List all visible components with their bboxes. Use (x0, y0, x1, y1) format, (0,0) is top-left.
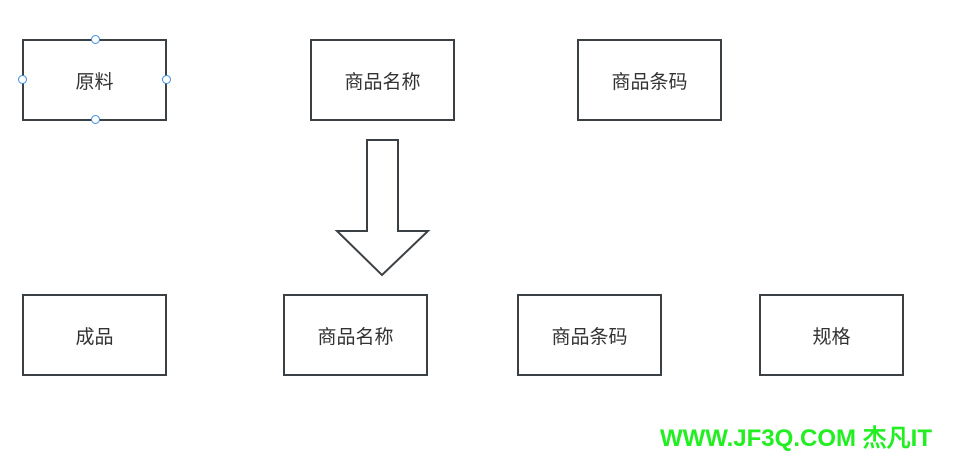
resize-handle-top[interactable] (91, 35, 100, 44)
node-bottom-product-barcode[interactable]: 商品条码 (517, 294, 662, 376)
node-raw-material[interactable]: 原料 (18, 35, 171, 124)
node-bottom-product-name[interactable]: 商品名称 (283, 294, 428, 376)
node-finished-product[interactable]: 成品 (22, 294, 167, 376)
resize-handle-right[interactable] (162, 75, 171, 84)
node-label: 商品名称 (344, 70, 421, 93)
watermark: WWW.JF3Q.COM 杰凡IT (660, 425, 932, 452)
node-label: 成品 (75, 325, 114, 348)
node-label: 商品条码 (611, 70, 688, 93)
node-label: 规格 (812, 325, 851, 348)
node-label: 商品名称 (317, 325, 394, 348)
node-top-product-name[interactable]: 商品名称 (310, 39, 455, 121)
node-label: 商品条码 (551, 325, 628, 348)
resize-handle-left[interactable] (18, 75, 27, 84)
resize-handle-bottom[interactable] (91, 115, 100, 124)
node-label: 原料 (75, 70, 114, 93)
node-top-product-barcode[interactable]: 商品条码 (577, 39, 722, 121)
node-specification[interactable]: 规格 (759, 294, 904, 376)
